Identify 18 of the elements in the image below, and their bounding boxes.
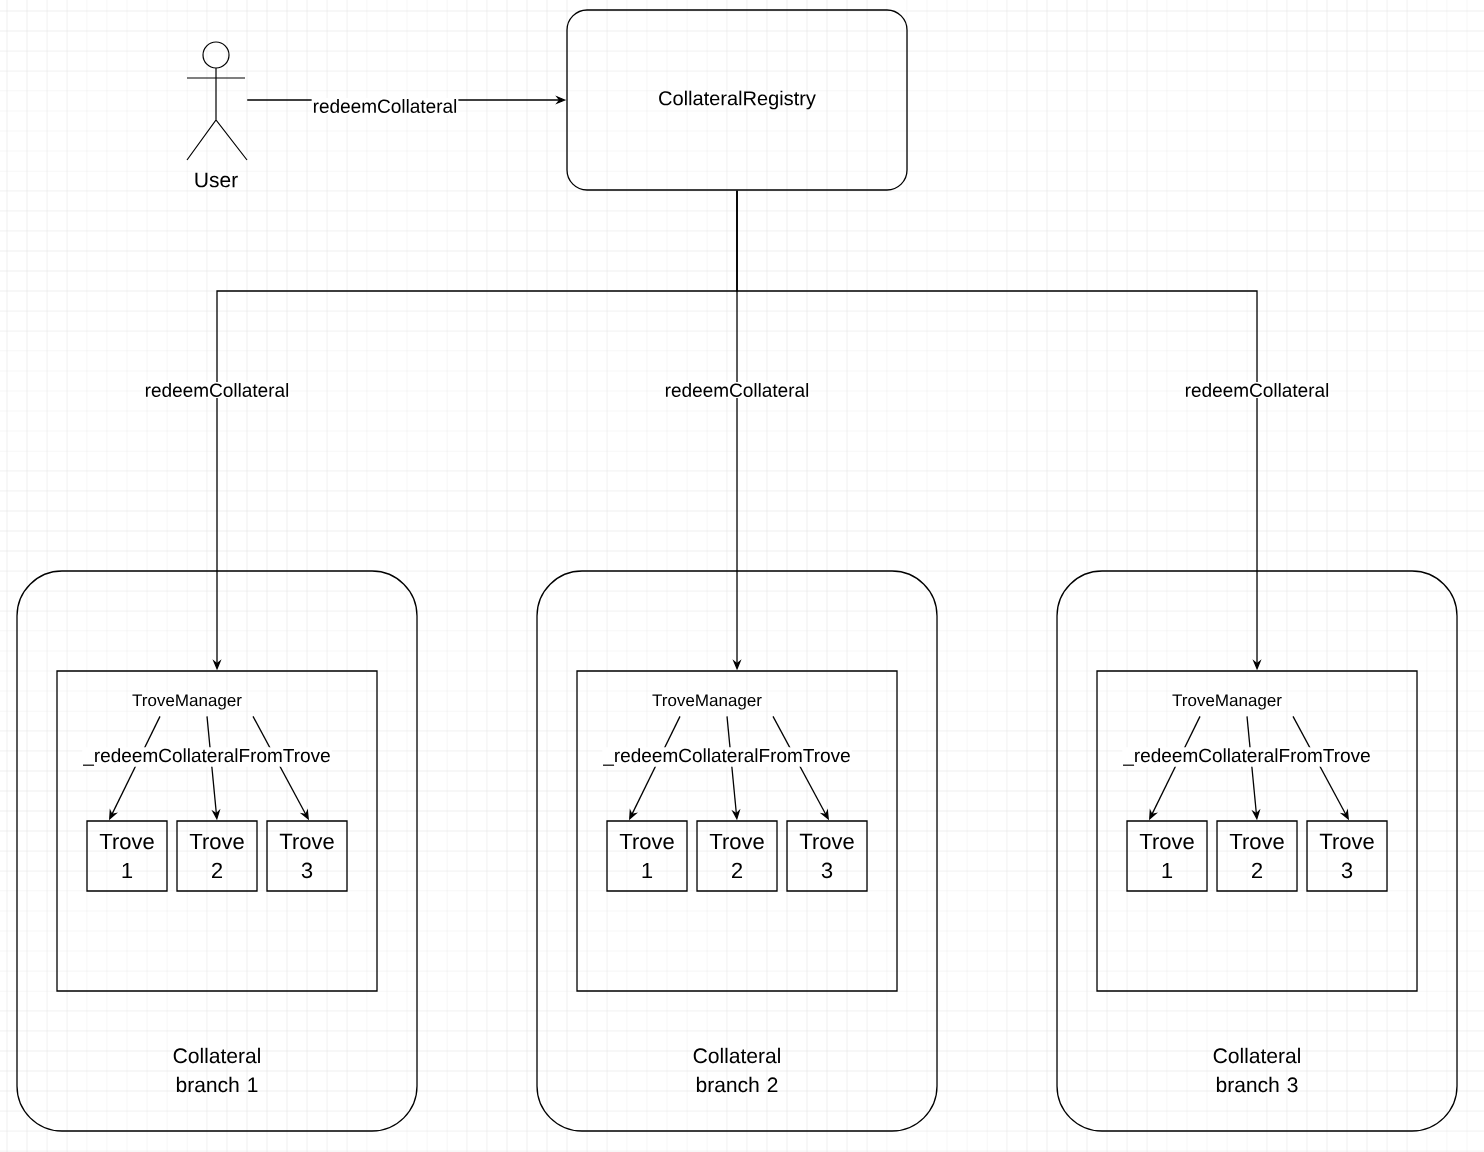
person-label: User: [195, 172, 238, 188]
edge-label: redeemCollateral: [663, 382, 811, 398]
trove-box: Trove 1: [86, 820, 168, 892]
edge-label: redeemCollateral: [311, 98, 459, 114]
trove-box: Trove 1: [606, 820, 688, 892]
trove-box: Trove 2: [176, 820, 258, 892]
edge-label: _redeemCollateralFromTrove: [1122, 747, 1372, 767]
trove-box: Trove 3: [266, 820, 348, 892]
process-box: CollateralRegistry: [566, 9, 908, 191]
trove-box: Trove 3: [1306, 820, 1388, 892]
edge-label: _redeemCollateralFromTrove: [82, 747, 332, 767]
edge-label: redeemCollateral: [143, 382, 291, 398]
trove-box: Trove 2: [1216, 820, 1298, 892]
edge-label: redeemCollateral: [1183, 382, 1331, 398]
edge-label: _redeemCollateralFromTrove: [602, 747, 852, 767]
trove-box: Trove 3: [786, 820, 868, 892]
trove-box: Trove 2: [696, 820, 778, 892]
trove-box: Trove 1: [1126, 820, 1208, 892]
